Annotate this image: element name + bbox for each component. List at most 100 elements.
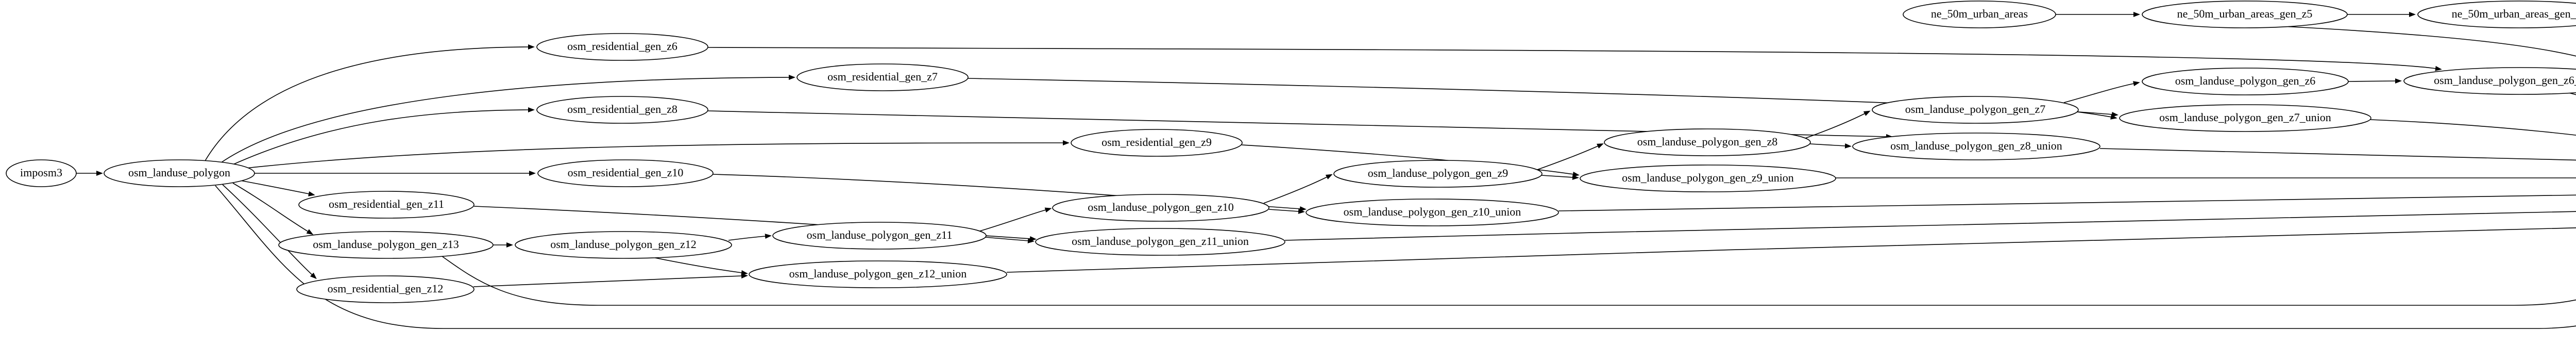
node-ellipse <box>2142 1 2348 28</box>
node-osm_residential_gen_z10: osm_residential_gen_z10 <box>537 159 714 187</box>
node-ellipse <box>1852 133 2100 160</box>
node-ellipse <box>772 222 987 250</box>
node-ellipse <box>1580 164 1836 192</box>
edge-osm_landuse_polygon-to-osm_residential_gen_z9 <box>246 140 1070 169</box>
node-label: osm_landuse_polygon_gen_z9_union <box>1622 171 1794 184</box>
edge-osm_landuse_polygon_gen_z10_union-to-layer_landuse-z10 <box>1558 194 2576 211</box>
node-osm_residential_gen_z8: osm_residential_gen_z8 <box>536 96 708 124</box>
edge-osm_landuse_polygon_gen_z6_union-to-layer_landuse-z6 <box>2566 92 2576 95</box>
node-label: imposm3 <box>20 166 62 179</box>
node-label: osm_residential_gen_z7 <box>827 70 938 83</box>
node-ellipse <box>296 275 474 303</box>
node-ellipse <box>1333 160 1543 188</box>
node-label: ne_50m_urban_areas_gen_z4 <box>2452 7 2576 20</box>
node-label: ne_50m_urban_areas <box>1931 7 2028 20</box>
edge-osm_landuse_polygon-to-osm_residential_gen_z8 <box>231 107 535 166</box>
node-label: osm_landuse_polygon_gen_z10_union <box>1344 205 1521 218</box>
node-osm_landuse_polygon_gen_z7_union: osm_landuse_polygon_gen_z7_union <box>2119 104 2371 132</box>
edge-osm_landuse_polygon-to-osm_residential_gen_z6 <box>205 44 535 161</box>
node-label: osm_landuse_polygon_gen_z11 <box>807 228 953 241</box>
node-ellipse <box>1604 128 1811 156</box>
node-label: ne_50m_urban_areas_gen_z5 <box>2177 7 2313 20</box>
node-osm_residential_gen_z7: osm_residential_gen_z7 <box>796 63 969 91</box>
node-label: osm_landuse_polygon_gen_z12_union <box>789 267 967 280</box>
node-ne_50m_urban_areas: ne_50m_urban_areas <box>1903 1 2056 28</box>
node-imposm3: imposm3 <box>6 159 77 187</box>
node-label: osm_landuse_polygon_gen_z7_union <box>2159 111 2331 124</box>
node-ellipse <box>1035 228 1285 256</box>
node-label: osm_residential_gen_z11 <box>329 198 444 210</box>
node-osm_residential_gen_z11: osm_residential_gen_z11 <box>298 191 474 219</box>
node-ne_50m_urban_areas_gen_z4: ne_50m_urban_areas_gen_z4 <box>2417 1 2576 28</box>
node-ellipse <box>298 191 474 219</box>
edge-osm_landuse_polygon_gen_z8-to-osm_landuse_polygon_gen_z7 <box>1805 110 1871 139</box>
node-osm_landuse_polygon_gen_z7: osm_landuse_polygon_gen_z7 <box>1872 96 2079 124</box>
node-osm_landuse_polygon: osm_landuse_polygon <box>104 159 255 187</box>
node-osm_landuse_polygon_gen_z10_union: osm_landuse_polygon_gen_z10_union <box>1306 199 1559 226</box>
node-ellipse <box>2403 67 2576 95</box>
node-osm_landuse_polygon_gen_z9_union: osm_landuse_polygon_gen_z9_union <box>1580 164 1836 192</box>
edge-osm_landuse_polygon-to-layer_landuse-z14+ <box>215 185 2576 329</box>
node-ellipse <box>1052 194 1269 222</box>
node-label: osm_residential_gen_z10 <box>568 166 684 179</box>
node-label: osm_landuse_polygon_gen_z8_union <box>1890 139 2062 152</box>
node-label: osm_residential_gen_z9 <box>1101 136 1212 149</box>
edge-osm_landuse_polygon_gen_z7-to-osm_landuse_polygon_gen_z6 <box>2063 81 2140 103</box>
edge-osm_landuse_polygon_gen_z12-to-osm_landuse_polygon_gen_z11 <box>728 234 772 241</box>
node-osm_landuse_polygon_gen_z12: osm_landuse_polygon_gen_z12 <box>515 231 732 259</box>
node-ellipse <box>2417 1 2576 28</box>
edge-osm_residential_gen_z12-to-osm_landuse_polygon_gen_z12_union <box>473 273 748 287</box>
node-ne_50m_urban_areas_gen_z5: ne_50m_urban_areas_gen_z5 <box>2142 1 2348 28</box>
node-label: osm_landuse_polygon <box>128 166 230 179</box>
edge-osm_landuse_polygon_gen_z8_union-to-layer_landuse-z8 <box>2099 148 2576 161</box>
edge-osm_residential_gen_z6-to-osm_landuse_polygon_gen_z6_union <box>707 47 2442 71</box>
node-osm_landuse_polygon_gen_z13: osm_landuse_polygon_gen_z13 <box>278 231 494 259</box>
node-osm_residential_gen_z9: osm_residential_gen_z9 <box>1071 129 1243 157</box>
node-ellipse <box>1071 129 1243 157</box>
node-osm_landuse_polygon_gen_z6_union: osm_landuse_polygon_gen_z6_union <box>2403 67 2576 95</box>
edge-osm_landuse_polygon_gen_z12-to-osm_landuse_polygon_gen_z12_union <box>650 256 748 275</box>
node-osm_residential_gen_z6: osm_residential_gen_z6 <box>536 33 708 61</box>
node-label: osm_residential_gen_z12 <box>328 282 444 295</box>
edge-osm_landuse_polygon_gen_z11-to-osm_landuse_polygon_gen_z10 <box>979 207 1052 232</box>
edge-osm_landuse_polygon-to-osm_residential_gen_z11 <box>240 180 315 196</box>
node-ellipse <box>796 63 969 91</box>
node-osm_landuse_polygon_gen_z8_union: osm_landuse_polygon_gen_z8_union <box>1852 133 2100 160</box>
node-ellipse <box>536 96 708 124</box>
edge-osm_landuse_polygon-to-osm_landuse_polygon_gen_z13 <box>232 183 314 235</box>
node-label: osm_landuse_polygon_gen_z9 <box>1368 167 1509 179</box>
node-ellipse <box>515 231 732 259</box>
node-label: osm_landuse_polygon_gen_z6_union <box>2434 74 2576 87</box>
node-label: osm_landuse_polygon_gen_z7 <box>1905 103 2046 116</box>
node-ellipse <box>536 33 708 61</box>
node-ellipse <box>104 159 255 187</box>
node-ellipse <box>537 159 714 187</box>
node-ellipse <box>1903 1 2056 28</box>
edge-osm_landuse_polygon_gen_z10-to-osm_landuse_polygon_gen_z9 <box>1263 174 1333 204</box>
edge-osm_landuse_polygon_gen_z11-to-osm_landuse_polygon_gen_z11_union <box>985 237 1035 243</box>
node-ellipse <box>6 159 77 187</box>
node-osm_landuse_polygon_gen_z10: osm_landuse_polygon_gen_z10 <box>1052 194 1269 222</box>
node-osm_residential_gen_z12: osm_residential_gen_z12 <box>296 275 474 303</box>
node-label: osm_landuse_polygon_gen_z8 <box>1637 135 1778 148</box>
node-osm_landuse_polygon_gen_z6: osm_landuse_polygon_gen_z6 <box>2142 68 2349 95</box>
node-ellipse <box>2119 104 2371 132</box>
edge-ne_50m_urban_areas_gen_z5-to-layer_landuse-z5 <box>2281 26 2576 57</box>
edge-osm_landuse_polygon_gen_z7_union-to-layer_landuse-z7 <box>2370 119 2576 136</box>
node-osm_landuse_polygon_gen_z12_union: osm_landuse_polygon_gen_z12_union <box>749 260 1007 288</box>
node-label: osm_landuse_polygon_gen_z13 <box>313 238 459 251</box>
node-label: osm_landuse_polygon_gen_z6 <box>2175 74 2316 87</box>
edge-osm_landuse_polygon_gen_z9-to-osm_landuse_polygon_gen_z9_union <box>1541 174 1579 180</box>
node-ellipse <box>2142 68 2349 95</box>
node-label: osm_residential_gen_z6 <box>567 40 677 53</box>
node-ellipse <box>1306 199 1559 226</box>
node-label: osm_residential_gen_z8 <box>567 103 677 116</box>
node-label: osm_landuse_polygon_gen_z12 <box>550 238 697 251</box>
edge-osm_landuse_polygon_gen_z13-to-layer_landuse-z13 <box>442 256 2576 306</box>
node-osm_landuse_polygon_gen_z9: osm_landuse_polygon_gen_z9 <box>1333 160 1543 188</box>
edge-osm_landuse_polygon-to-osm_residential_gen_z12 <box>222 184 317 279</box>
edge-osm_landuse_polygon_gen_z10-to-osm_landuse_polygon_gen_z10_union <box>1268 208 1305 214</box>
edge-osm_landuse_polygon_gen_z9-to-osm_landuse_polygon_gen_z8 <box>1537 143 1604 170</box>
